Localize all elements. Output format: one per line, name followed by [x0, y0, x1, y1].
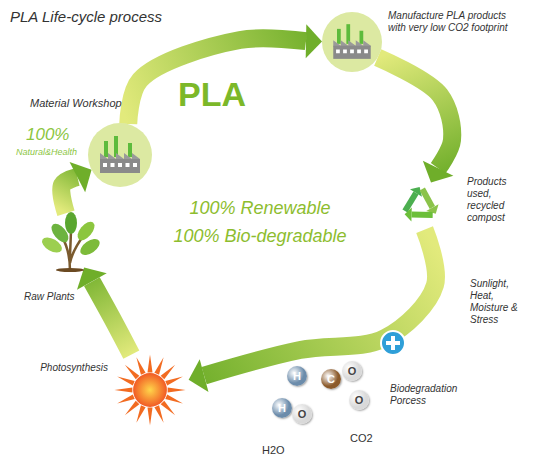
factory-window: [357, 50, 361, 54]
chimney: [128, 143, 132, 157]
arrow-head: [306, 24, 322, 58]
chimney: [337, 29, 341, 44]
sun-symbol-outline: [110, 350, 190, 430]
stage-label: Sunlight, Heat, Moisture & Stress: [470, 278, 522, 326]
sun-ray: [117, 376, 135, 385]
sun-symbol: Photosynthesis: [110, 350, 190, 430]
atom-ball: O: [342, 361, 362, 381]
sun-ray: [136, 405, 145, 423]
atom-ball: H: [272, 398, 292, 418]
arrow-head: [423, 161, 454, 183]
factory-window: [350, 50, 354, 54]
brand-text: PLA: [178, 74, 246, 115]
sun-ray: [154, 405, 163, 423]
chimney: [360, 31, 364, 44]
factory-roof: [100, 153, 140, 160]
stage-circle: [88, 123, 152, 187]
atom-ball: O: [349, 390, 369, 410]
stage-circle: [322, 12, 382, 72]
arrow-body: [92, 282, 131, 355]
plant-leaf: [78, 236, 103, 258]
stage-label: Photosynthesis: [32, 362, 108, 374]
formula-label: CO2: [350, 432, 373, 445]
headline-text: 100% Bio-degradable: [150, 226, 370, 248]
stage-label: Biodegradation Porcess: [390, 383, 472, 407]
sun-ray: [125, 401, 139, 415]
sun-ray: [154, 357, 163, 375]
sun-ray: [161, 365, 175, 379]
atom-ball: C: [321, 369, 341, 389]
workshop-circle: Material Workshop100%Natural&Health: [88, 123, 152, 187]
factory-window: [133, 163, 137, 167]
sun-ray: [168, 387, 186, 392]
atom-ball: H: [287, 366, 307, 386]
sun-ray: [161, 401, 175, 415]
plus-badge: [381, 331, 405, 355]
recycle-arrow: [403, 200, 432, 227]
sun-ray: [136, 357, 145, 375]
factory-window: [103, 163, 107, 167]
factory-window: [364, 50, 368, 54]
arrow-body: [204, 230, 436, 376]
arrow-head: [189, 359, 209, 392]
recycle-arrow: [405, 187, 422, 211]
factory-window: [118, 163, 122, 167]
arrow-body: [61, 177, 77, 213]
factory-roof: [333, 40, 371, 47]
manufacture-circle-outline: [322, 12, 382, 72]
recycle-head: [403, 207, 417, 222]
stage-label: Products used, recycled compost: [467, 176, 525, 224]
recycle-stem: [412, 205, 433, 224]
stage-label: Raw Plants: [24, 291, 104, 303]
stage-label: 100%: [26, 125, 69, 145]
sun-ray: [117, 394, 135, 403]
factory-body: [100, 159, 140, 173]
factory-window: [111, 163, 115, 167]
factory-body: [333, 46, 371, 59]
factory-window: [336, 50, 340, 54]
cycle-arrow: [378, 57, 454, 182]
arrow-body: [378, 57, 453, 168]
plus-bar: [391, 336, 395, 350]
cycle-arrow: [61, 162, 91, 213]
stage-label: Material Workshop: [30, 97, 122, 110]
arrow-head: [70, 162, 92, 192]
stage-label: Natural&Health: [16, 147, 77, 158]
plant-soil: [56, 268, 84, 272]
formula-label: H2O: [262, 444, 285, 457]
sun-ray: [114, 387, 132, 392]
sun-ray: [165, 376, 183, 385]
plant-symbol: Raw Plants: [40, 213, 100, 271]
sun-disc: [133, 373, 167, 407]
diagram-title: PLA Life-cycle process: [10, 8, 162, 25]
recycle-symbol-outline: [395, 180, 445, 230]
factory-window: [343, 50, 347, 54]
sun-ray: [165, 394, 183, 403]
sun-ray: [125, 365, 139, 379]
cycle-arrow: [77, 268, 131, 355]
recycle-symbol: Products used, recycled compost: [395, 180, 445, 230]
recycle-stem: [417, 189, 438, 208]
workshop-circle-outline: [88, 123, 152, 187]
plant-leaf: [39, 234, 64, 255]
sun-ray: [147, 408, 152, 426]
recycle-stem: [405, 193, 416, 211]
arrow-body: [128, 38, 306, 124]
atom-ball: O: [292, 404, 312, 424]
headline-text: 100% Renewable: [150, 198, 370, 220]
sun-ray: [147, 354, 152, 372]
plant-symbol-outline: [40, 213, 100, 271]
stage-label: Manufacture PLA products with very low C…: [388, 10, 523, 34]
chimney: [104, 141, 108, 157]
cycle-arrow: [128, 24, 322, 124]
factory-window: [126, 163, 130, 167]
plant-leaf: [65, 212, 77, 234]
manufacture-circle: Manufacture PLA products with very low C…: [322, 12, 382, 72]
recycle-head: [410, 187, 422, 197]
plus-bar: [386, 341, 400, 345]
cycle-arrow: [189, 230, 436, 392]
